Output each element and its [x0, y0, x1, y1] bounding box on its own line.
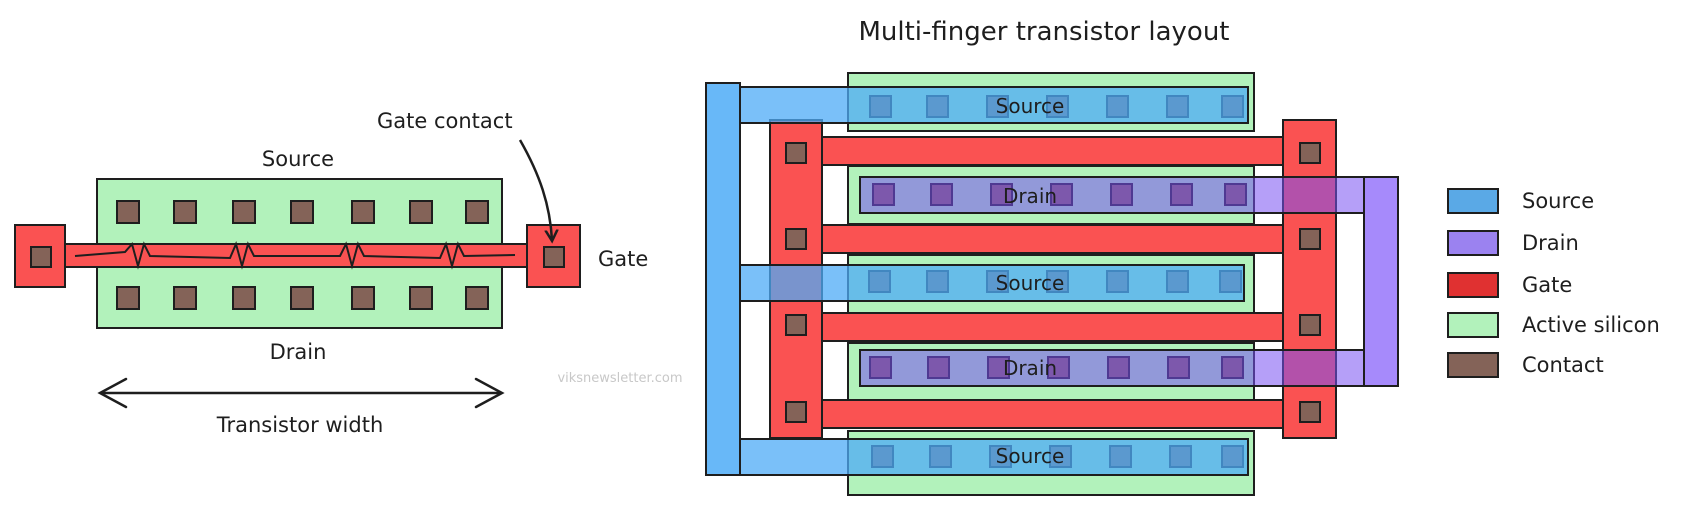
- width-arrowhead-left: [97, 377, 128, 409]
- gate-bus-contact: [785, 142, 807, 164]
- gate-finger-3: [819, 312, 1291, 342]
- legend-swatch: [1447, 352, 1499, 378]
- source-contact-row: [116, 200, 489, 224]
- source-contact: [116, 200, 140, 224]
- source-contact: [351, 200, 375, 224]
- gate-bus-contact: [1299, 228, 1321, 250]
- gate-bus-contacts: [785, 142, 1321, 423]
- drain-contact: [232, 286, 256, 310]
- legend-item: Source: [1447, 188, 1594, 214]
- gate-contact-left: [30, 246, 52, 268]
- gate-bus-contact: [785, 228, 807, 250]
- gate-contact-right: [543, 246, 565, 268]
- drain-contact: [290, 286, 314, 310]
- legend-label: Active silicon: [1522, 313, 1660, 337]
- source-finger-label: Source: [996, 271, 1065, 295]
- gate-contact-arrow: [518, 139, 552, 240]
- drain-contact: [116, 286, 140, 310]
- multi-finger-transistor: Multi-finger transistor layout SourceDra…: [705, 17, 1399, 496]
- gate-finger-1: [819, 136, 1291, 166]
- drain-finger-label: Drain: [1003, 356, 1057, 380]
- gate-label: Gate: [598, 247, 648, 271]
- source-contact: [173, 200, 197, 224]
- gate-contact-label: Gate contact: [377, 109, 513, 133]
- drain-label: Drain: [270, 340, 327, 364]
- drain-contact: [465, 286, 489, 310]
- legend-label: Contact: [1522, 353, 1604, 377]
- legend-swatch: [1447, 230, 1499, 256]
- legend-label: Gate: [1522, 273, 1572, 297]
- legend-item: Contact: [1447, 352, 1604, 378]
- gate-finger-4: [819, 399, 1291, 429]
- watermark: viksnewsletter.com: [557, 371, 682, 386]
- gate-bus-contact: [785, 314, 807, 336]
- legend-label: Drain: [1522, 231, 1579, 255]
- source-metal-finger-2: [739, 264, 1245, 302]
- source-label: Source: [262, 147, 334, 171]
- gate-resistance-squiggle: [74, 240, 516, 270]
- drain-contact: [409, 286, 433, 310]
- drain-contact: [351, 286, 375, 310]
- legend-swatch: [1447, 312, 1499, 338]
- gate-bus-contact: [1299, 142, 1321, 164]
- drain-metal-finger-1: [859, 176, 1365, 214]
- gate-bus-contact: [1299, 314, 1321, 336]
- gate-bus-contact: [785, 401, 807, 423]
- legend-item: Active silicon: [1447, 312, 1660, 338]
- source-finger-label: Source: [996, 94, 1065, 118]
- legend-swatch: [1447, 188, 1499, 214]
- single-transistor: Source Drain Gate Gate contact Transisto…: [14, 109, 648, 437]
- drain-metal-finger-2: [859, 349, 1365, 387]
- drain-contact: [173, 286, 197, 310]
- source-contact: [232, 200, 256, 224]
- source-contact: [465, 200, 489, 224]
- legend-label: Source: [1522, 189, 1594, 213]
- transistor-width-label: Transistor width: [216, 413, 384, 437]
- drain-finger-label: Drain: [1003, 184, 1057, 208]
- width-arrowhead-right: [474, 377, 505, 409]
- source-bus-vertical: [705, 82, 741, 476]
- legend-item: Drain: [1447, 230, 1579, 256]
- legend-swatch: [1447, 272, 1499, 298]
- source-metal-finger-3: [739, 438, 1249, 476]
- source-finger-label: Source: [996, 444, 1065, 468]
- source-metal-finger-1: [739, 86, 1249, 124]
- gate-bus-contact: [1299, 401, 1321, 423]
- legend-item: Gate: [1447, 272, 1572, 298]
- gate-bus-right: [1282, 119, 1337, 439]
- gate-finger-2: [819, 224, 1291, 254]
- drain-bus-vertical: [1363, 176, 1399, 387]
- drain-contact-row: [116, 286, 489, 310]
- source-contact: [409, 200, 433, 224]
- multi-finger-title: Multi-finger transistor layout: [858, 17, 1229, 47]
- source-contact: [290, 200, 314, 224]
